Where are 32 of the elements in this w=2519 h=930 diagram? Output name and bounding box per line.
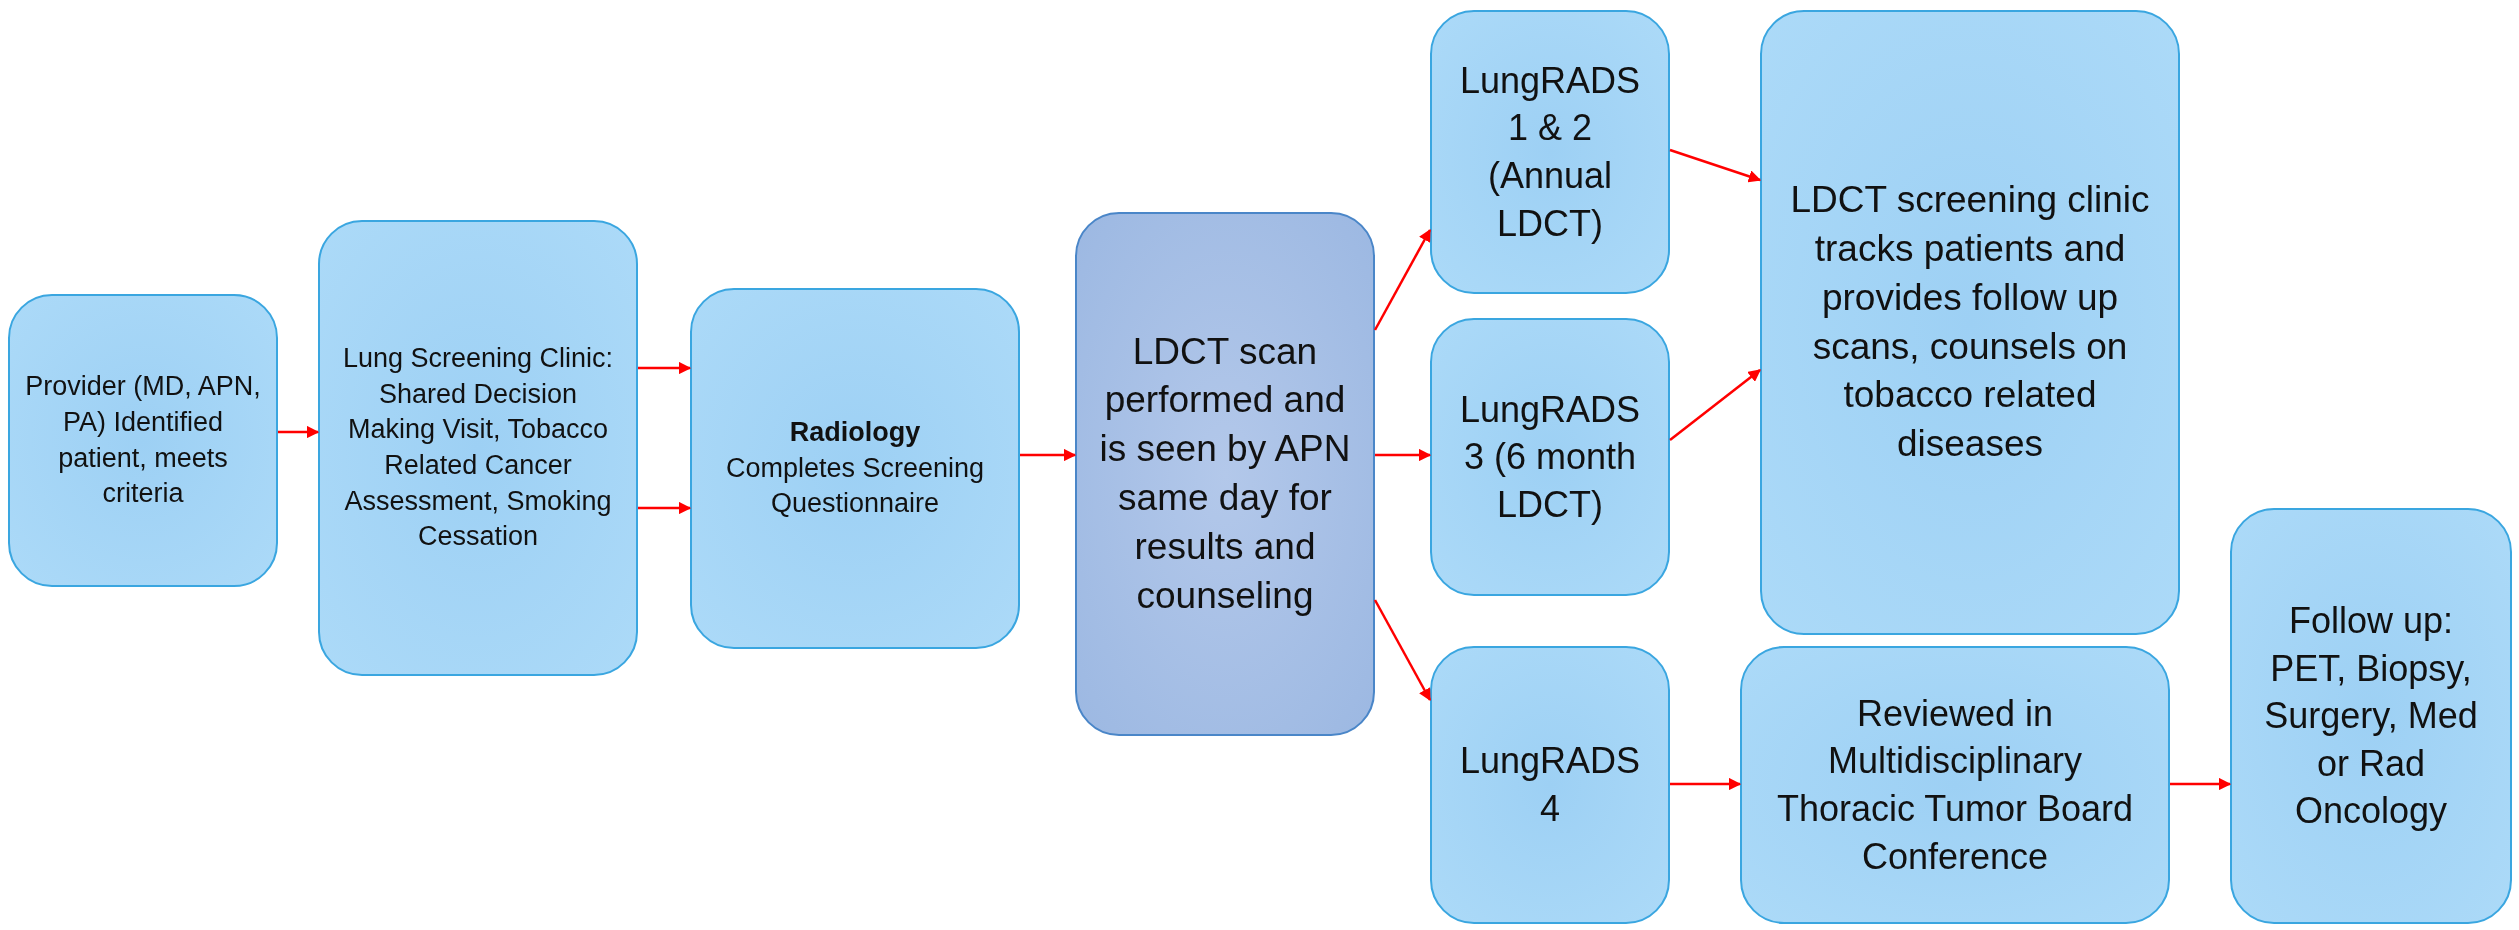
arrow xyxy=(1373,228,1432,331)
arrow xyxy=(1373,599,1432,702)
process-box xyxy=(1075,212,1375,736)
box-text: LungRADS 1 & 2 (Annual LDCT) xyxy=(1458,58,1642,246)
arrow xyxy=(1669,148,1762,183)
box-text: LDCT scan performed and is seen by APN same day for results and counseling xyxy=(1098,329,1352,618)
box-text: LungRADS 3 (6 month LDCT) xyxy=(1458,387,1642,527)
process-box xyxy=(2230,508,2512,924)
process-box xyxy=(318,220,638,676)
process-box xyxy=(1430,318,1670,596)
box-text: LDCT screening clinic tracks patients and provides follow up scans, counsels on tobacco related diseases xyxy=(1789,178,2151,467)
process-box xyxy=(8,294,278,587)
process-box xyxy=(1740,646,2170,924)
process-box xyxy=(1760,10,2180,635)
box-text: Follow up: PET, Biopsy, Surgery, Med or Rad Oncology xyxy=(2263,599,2479,834)
arrow xyxy=(1375,448,1432,462)
box-text: Provider (MD, APN, PA) Identified patient, meets criteria xyxy=(24,370,262,511)
box-text: LungRADS 4 xyxy=(1458,739,1642,831)
arrow xyxy=(1020,448,1077,462)
process-box xyxy=(1430,646,1670,924)
box-text: Completes Screening Questionnaire xyxy=(724,451,986,521)
arrow xyxy=(638,501,692,515)
arrow xyxy=(278,425,320,439)
box-text: Reviewed in Multidisciplinary Thoracic Tumor Board Conference xyxy=(1775,691,2135,879)
arrow xyxy=(1670,777,1742,791)
box-text: Lung Screening Clinic: Shared Decision Making Visit, Tobacco Related Cancer Assessment, Smoking Cessation xyxy=(341,342,615,554)
process-box xyxy=(1430,10,1670,294)
arrow xyxy=(638,361,692,375)
arrow xyxy=(2170,777,2232,791)
box-heading: Radiology xyxy=(789,416,921,450)
process-box xyxy=(690,288,1020,649)
arrow xyxy=(1669,369,1761,441)
